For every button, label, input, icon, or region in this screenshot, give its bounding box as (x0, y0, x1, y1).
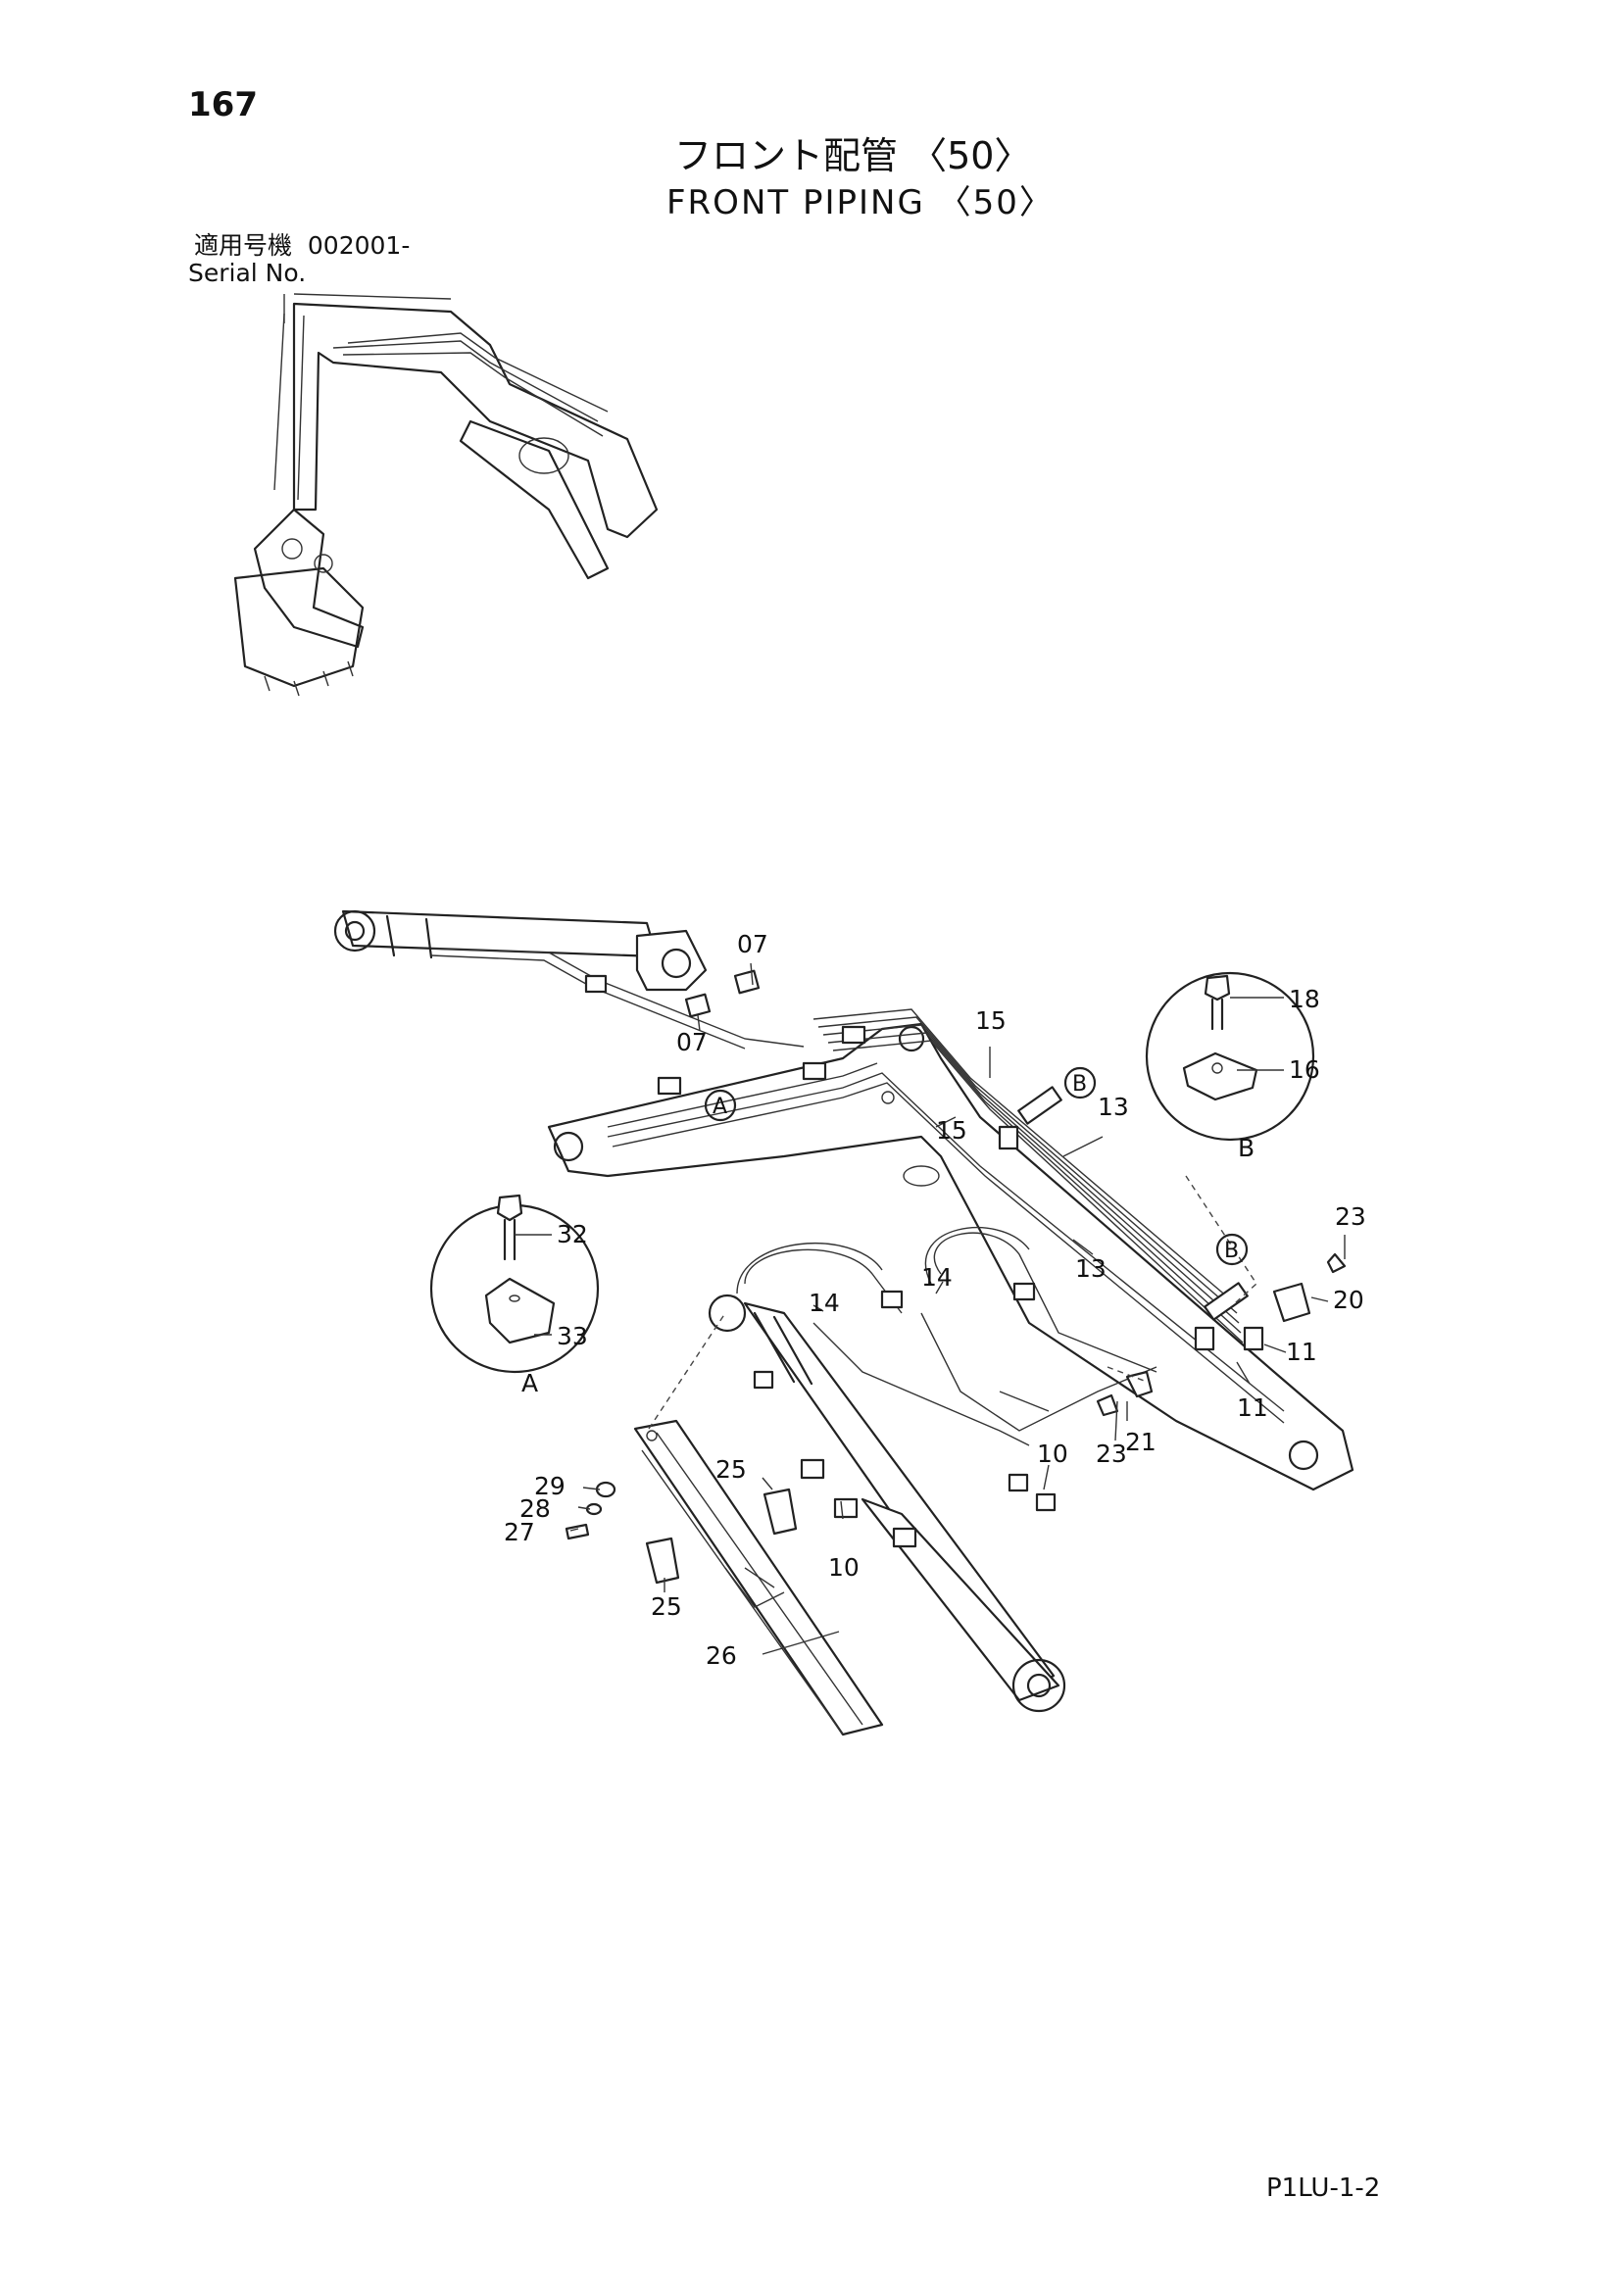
callout-27: 27 (504, 1518, 535, 1546)
pad-25-lower (645, 1537, 680, 1585)
callout-10-b: 10 (828, 1553, 860, 1582)
callout-13-a: 13 (1098, 1093, 1129, 1121)
pad-25-upper (763, 1488, 798, 1536)
callout-33: 33 (557, 1322, 588, 1350)
callout-25-b: 25 (651, 1592, 682, 1621)
callout-21: 21 (1125, 1428, 1156, 1456)
callout-23-a: 23 (1335, 1202, 1366, 1231)
callout-07-b: 07 (676, 1028, 708, 1056)
detail-a-caption: A (521, 1369, 538, 1397)
callout-11-a: 11 (1286, 1338, 1317, 1366)
callout-15-b: 15 (936, 1116, 967, 1145)
document-code: P1LU-1-2 (1266, 2174, 1381, 2203)
view-mark-b-circle-1: B (1072, 1072, 1087, 1097)
front-piping-main-drawing (333, 909, 1354, 1736)
callout-23-b: 23 (1096, 1440, 1127, 1468)
page-title-english: FRONT PIPING 〈50〉 (666, 183, 1055, 222)
callout-28: 28 (519, 1494, 551, 1523)
boom (547, 1022, 1354, 1491)
callout-29: 29 (534, 1472, 566, 1500)
view-mark-a-circle: A (713, 1095, 727, 1119)
detail-view-b (1145, 971, 1315, 1142)
callout-32: 32 (557, 1220, 588, 1248)
page-number: 167 (188, 85, 258, 124)
callout-11-b: 11 (1237, 1393, 1268, 1422)
callout-07-a: 07 (737, 930, 768, 958)
excavator-overview-illustration (233, 293, 659, 697)
callout-15-a: 15 (975, 1006, 1007, 1035)
callout-14-b: 14 (921, 1263, 953, 1292)
callout-26: 26 (706, 1641, 737, 1670)
page-title-japanese: フロント配管 〈50〉 (674, 134, 1032, 177)
callout-10-a: 10 (1037, 1440, 1068, 1468)
view-mark-b-circle-2: B (1224, 1239, 1239, 1263)
callout-14-a: 14 (809, 1289, 840, 1317)
detail-b-caption: B (1238, 1134, 1255, 1162)
callout-18: 18 (1289, 985, 1320, 1013)
serial-label-english: Serial No. (188, 259, 307, 287)
callout-25-a: 25 (715, 1455, 747, 1484)
callout-20: 20 (1333, 1286, 1364, 1314)
callout-labels: 07 07 15 15 13 13 14 14 23 23 20 11 11 2… (504, 930, 1366, 1670)
callout-16: 16 (1289, 1055, 1320, 1084)
serial-label-japanese: 適用号機 002001- (194, 231, 411, 260)
view-marks: A B B A B (521, 1072, 1255, 1397)
callout-13-b: 13 (1075, 1254, 1107, 1283)
